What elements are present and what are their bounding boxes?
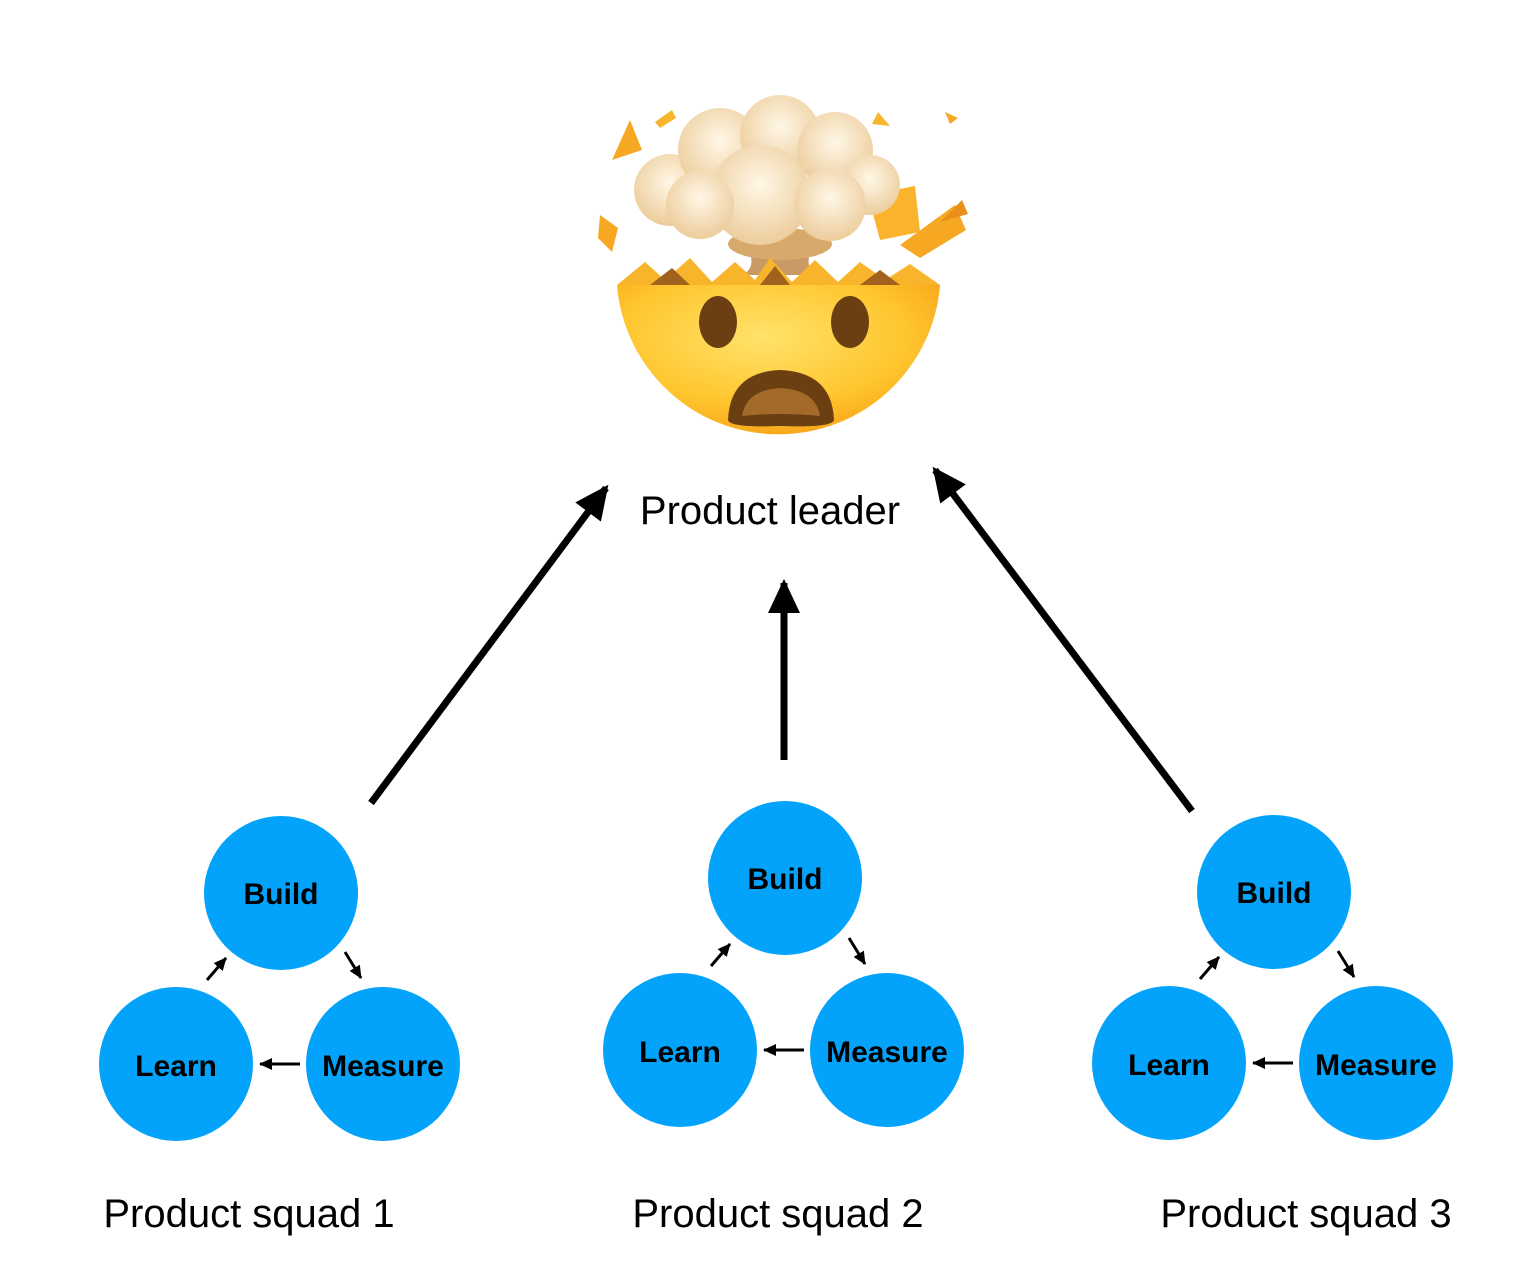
- squad-2: Build Learn Measure Product squad 2: [603, 801, 964, 1236]
- learn-node: [1092, 986, 1246, 1140]
- learn-label: Learn: [135, 1050, 217, 1083]
- build-to-measure-arrow: [343, 951, 363, 979]
- squad-caption: Product squad 3: [1160, 1192, 1451, 1236]
- build-label: Build: [1237, 877, 1312, 910]
- learn-label: Learn: [1128, 1049, 1210, 1082]
- build-label: Build: [748, 863, 823, 896]
- arrow-squad-3-to-leader: [932, 466, 1195, 814]
- squad-caption: Product squad 1: [103, 1192, 394, 1236]
- squad-1: Build Learn Measure Product squad 1: [99, 816, 460, 1236]
- build-node: [708, 801, 862, 955]
- exploding-head-icon: [598, 95, 968, 435]
- measure-node: [306, 987, 460, 1141]
- product-leader-label: Product leader: [640, 489, 900, 533]
- build-node: [1197, 815, 1351, 969]
- build-to-measure-arrow: [847, 937, 867, 965]
- learn-to-build-arrow: [205, 957, 228, 981]
- learn-label: Learn: [639, 1036, 721, 1069]
- measure-label: Measure: [322, 1050, 444, 1083]
- measure-label: Measure: [826, 1036, 948, 1069]
- learn-to-build-arrow: [709, 943, 732, 967]
- learn-to-build-arrow: [1198, 956, 1221, 980]
- build-node: [204, 816, 358, 970]
- measure-node: [810, 973, 964, 1127]
- measure-label: Measure: [1315, 1049, 1437, 1082]
- measure-node: [1299, 986, 1453, 1140]
- squad-3: Build Learn Measure Product squad 3: [1092, 815, 1453, 1236]
- learn-node: [603, 973, 757, 1127]
- squad-caption: Product squad 2: [632, 1192, 923, 1236]
- build-to-measure-arrow: [1336, 950, 1356, 978]
- build-label: Build: [244, 878, 319, 911]
- learn-node: [99, 987, 253, 1141]
- arrow-squad-1-to-leader: [368, 484, 609, 806]
